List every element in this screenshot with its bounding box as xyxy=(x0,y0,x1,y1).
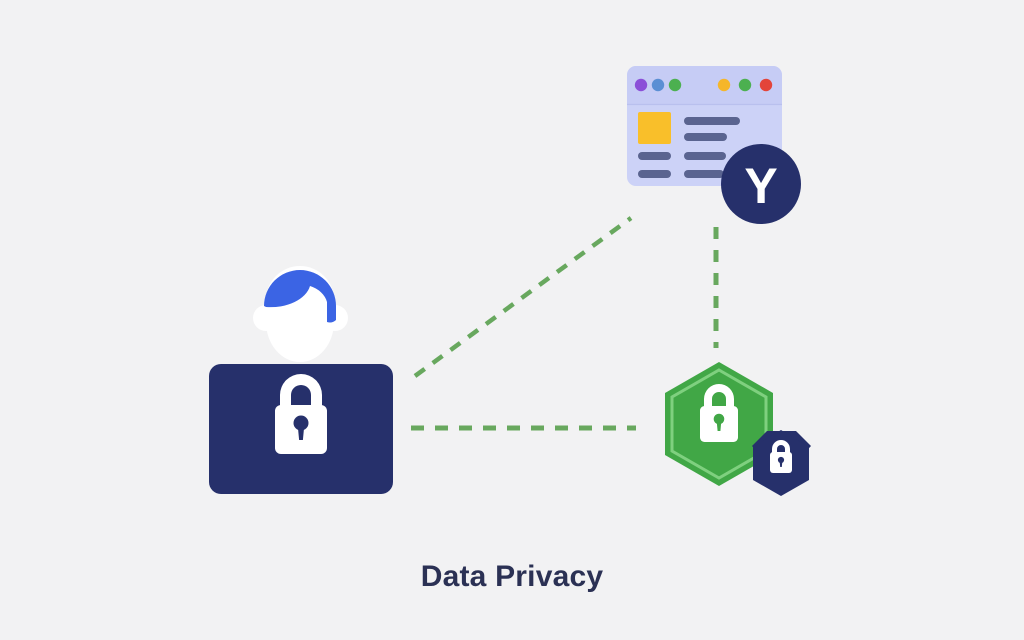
lock-keyhole-stem xyxy=(297,423,305,440)
browser-text-line xyxy=(638,152,671,160)
lock-icon xyxy=(275,374,327,454)
y-badge-letter: Y xyxy=(744,158,777,214)
small-navy-hexagon[interactable] xyxy=(752,430,811,496)
connector-diagonal xyxy=(413,216,633,378)
browser-text-line xyxy=(684,117,740,125)
y-badge[interactable]: Y xyxy=(721,144,801,224)
dot-green[interactable] xyxy=(668,78,682,92)
dot-red[interactable] xyxy=(759,78,773,92)
dot-amber[interactable] xyxy=(717,78,731,92)
avatar-hair xyxy=(264,270,336,323)
lock-shackle xyxy=(704,384,734,408)
lock-shackle xyxy=(772,440,790,454)
lock-icon xyxy=(770,440,792,473)
browser-title-bar xyxy=(627,66,782,104)
dot-green-2[interactable] xyxy=(738,78,752,92)
y-badge-circle xyxy=(721,144,801,224)
lock-icon xyxy=(700,384,738,442)
browser-window[interactable] xyxy=(627,66,782,186)
lock-keyhole-stem xyxy=(779,460,783,467)
browser-text-line xyxy=(684,152,726,160)
laptop-lock-panel[interactable] xyxy=(209,364,393,494)
browser-text-line xyxy=(638,170,671,178)
browser-text-line xyxy=(684,133,727,141)
dot-blue[interactable] xyxy=(651,78,665,92)
connectors-group xyxy=(411,216,719,431)
page-title: Data Privacy xyxy=(420,560,604,593)
lock-keyhole-stem xyxy=(716,419,722,431)
person-avatar xyxy=(253,266,348,362)
lock-shackle xyxy=(280,374,322,408)
green-shield-hexagon[interactable] xyxy=(665,362,773,486)
image-thumbnail xyxy=(638,112,671,144)
browser-text-line xyxy=(684,170,724,178)
green-hexagon-inner-outline xyxy=(670,368,768,480)
dot-purple[interactable] xyxy=(634,78,648,92)
